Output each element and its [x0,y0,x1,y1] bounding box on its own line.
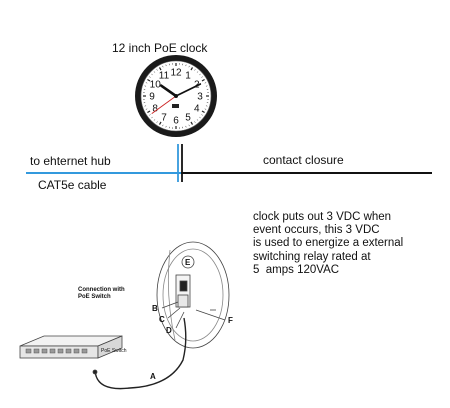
clock-minor-tick [145,82,148,84]
clock-numeral: 4 [194,104,200,115]
clock-numeral: 6 [173,116,179,127]
clock-numeral: 11 [159,71,170,82]
clock-numeral: 9 [149,92,155,103]
connection-label: Connection with PoE Switch [78,287,125,300]
clock-minor-tick [151,73,153,76]
switch-port-icon [41,348,48,354]
clock-numeral: 12 [170,68,182,79]
clock-minor-tick [162,65,164,68]
clock-minor-tick [196,119,199,121]
switch-port-icon [73,348,80,354]
hour-hand [159,84,178,98]
clock-major-tick [190,121,194,125]
letter-a: A [150,372,156,381]
second-hand [151,95,177,114]
clock-minor-tick [204,82,207,84]
clock-minor-tick [151,116,153,119]
clock-minor-tick [162,124,164,127]
clock-minor-tick [145,108,148,110]
clock-numeral: 3 [197,92,203,103]
back-plate-edge [167,249,176,341]
clock-minor-tick [204,108,207,110]
cable-type-label: CAT5e cable [38,178,107,192]
switch-label: PoE Switch [101,348,127,354]
poe-jack-icon [179,280,188,292]
clock-major-tick [201,110,205,114]
clock-numeral: 10 [150,80,162,91]
relay-note: clock puts out 3 VDC when event occurs, … [253,211,404,276]
minute-hand [175,83,202,97]
clock-logo-icon [172,104,179,108]
switch-port-icon [25,348,32,354]
pointer-f [195,309,226,321]
install-illustration [19,241,230,390]
clock-numeral: 1 [185,71,191,82]
pointer-c [167,307,181,319]
wall-box-inner [162,248,224,342]
switch-side [97,335,123,359]
clock-numeral: 8 [152,104,158,115]
switch-port-icon [49,348,56,354]
clock-major-tick [158,67,162,71]
switch-port-icon [33,348,40,354]
clock-minor-tick [194,69,196,71]
clock-minor-tick [156,121,158,123]
clock-minor-tick [201,76,203,78]
ethernet-hub-label: to ehternet hub [30,154,111,168]
clock-minor-tick [199,73,201,76]
clock-major-tick [158,121,162,125]
letter-c: C [159,315,165,324]
clock-major-tick [190,67,194,71]
contact-closure-label: contact closure [263,153,344,167]
clock-minor-tick [149,76,151,78]
clock-minor-tick [188,65,190,68]
clock-minor-tick [196,71,199,73]
letter-d: D [166,326,172,335]
clock-minor-tick [201,114,203,116]
clock-numeral: 5 [185,112,191,123]
e-screw-circle [181,255,195,269]
letter-f: F [228,316,233,325]
letter-e: E [185,258,191,267]
clock-face: 121234567891011 [135,55,217,137]
cable-a [94,317,187,390]
clock-minor-tick [199,116,201,119]
clock-major-tick [147,78,151,82]
pointer-b [161,301,179,309]
clock-minor-tick [153,71,156,73]
connector-block [177,294,189,308]
clock-hub [174,94,178,98]
wall-box-outer [156,241,230,349]
switch-port-icon [81,348,88,354]
letter-b: B [152,304,158,313]
clock-major-tick [201,78,205,82]
clock-title: 12 inch PoE clock [112,41,208,55]
clock-numeral: 7 [161,112,167,123]
switch-port-icon [65,348,72,354]
clock-major-tick [147,110,151,114]
cable-plug [92,369,98,375]
clock-minor-tick [194,121,196,123]
switch-port-icon [57,348,64,354]
clock-minor-tick [156,69,158,71]
clock-minor-tick [188,124,190,127]
clock-minor-tick [149,114,151,116]
pointer-d [175,311,185,329]
clock-minor-tick [153,119,156,121]
